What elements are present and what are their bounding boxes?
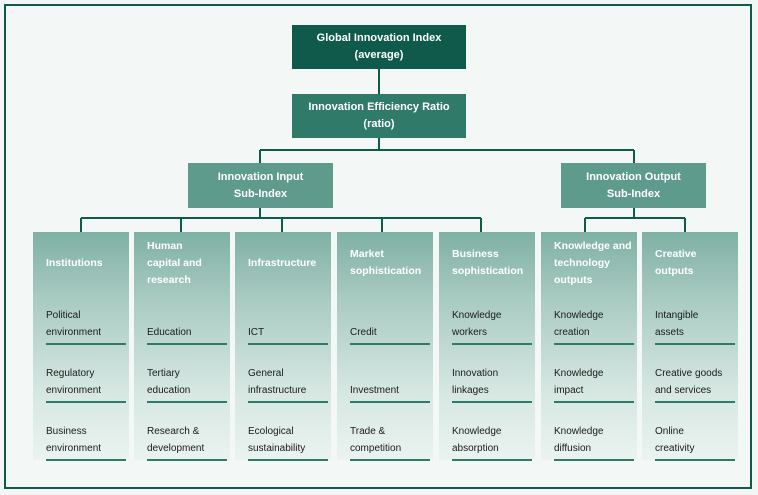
subitem-divider: [350, 343, 430, 345]
pillar-subitem: Knowledge absorption: [452, 426, 502, 454]
pillar-subitem: Business environment: [46, 426, 102, 454]
pillar-subitem: Ecological sustainability: [248, 426, 306, 454]
subitem-divider: [248, 459, 328, 461]
subitem-divider: [147, 459, 227, 461]
pillar-subitem: Research & development: [147, 426, 205, 454]
subitem-divider: [452, 343, 532, 345]
subitem-divider: [248, 343, 328, 345]
subitem-divider: [248, 401, 328, 403]
pillar-subitem: Knowledge diffusion: [554, 426, 604, 454]
subitem-divider: [452, 459, 532, 461]
subitem-divider: [554, 343, 634, 345]
pillar-subitem: Creative goods and services: [655, 368, 723, 396]
pillar-title: Business sophistication: [452, 248, 524, 277]
subitem-divider: [655, 401, 735, 403]
pillar-subitem: Innovation linkages: [452, 368, 499, 396]
pillar-subitem: Political environment: [46, 310, 102, 338]
subitem-divider: [46, 459, 126, 461]
subitem-divider: [554, 459, 634, 461]
subitem-divider: [554, 401, 634, 403]
subitem-divider: [655, 343, 735, 345]
global-innovation-index-box: Global Innovation Index (average): [292, 25, 466, 69]
subitem-divider: [147, 401, 227, 403]
pillar-subitem: Credit: [350, 327, 377, 338]
pillar-subitem: General infrastructure: [248, 368, 307, 396]
pillar-subitem: ICT: [248, 327, 265, 338]
subitem-divider: [655, 459, 735, 461]
pillar-subitem: Investment: [350, 385, 399, 396]
pillar-subitem: Intangible assets: [655, 310, 699, 338]
pillar-title: Infrastructure: [248, 256, 317, 269]
pillar-subitem: Tertiary education: [147, 368, 191, 396]
subitem-divider: [452, 401, 532, 403]
subitem-divider: [350, 401, 430, 403]
pillar-title: Market sophistication: [350, 248, 422, 277]
pillar-title: Human capital and research: [147, 239, 202, 286]
pillar-subitem: Knowledge creation: [554, 310, 604, 338]
pillar-subitem: Trade & competition: [350, 426, 402, 454]
subitem-divider: [46, 343, 126, 345]
innovation-input-subindex-box: Innovation Input Sub-Index: [188, 163, 333, 208]
pillar-title: Knowledge and technology outputs: [554, 239, 632, 286]
pillar-subitem: Knowledge impact: [554, 368, 604, 396]
innovation-output-subindex-box: Innovation Output Sub-Index: [561, 163, 706, 208]
pillar-subitem: Regulatory environment: [46, 368, 102, 396]
pillar-subitem: Online creativity: [655, 426, 695, 454]
pillar-title: Creative outputs: [655, 248, 697, 277]
pillar-subitem: Education: [147, 327, 192, 338]
innovation-efficiency-ratio-box: Innovation Efficiency Ratio (ratio): [292, 94, 466, 138]
pillar-subitem: Knowledge workers: [452, 310, 502, 338]
subitem-divider: [350, 459, 430, 461]
subitem-divider: [46, 401, 126, 403]
subitem-divider: [147, 343, 227, 345]
pillar-title: Institutions: [46, 256, 103, 269]
